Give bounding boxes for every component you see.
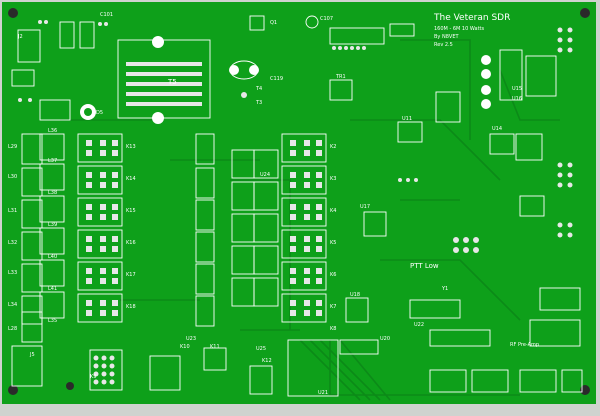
svg-text:K7: K7 xyxy=(330,304,336,310)
svg-text:K11: K11 xyxy=(210,344,220,350)
board-title: The Veteran SDR xyxy=(433,13,510,23)
svg-text:K16: K16 xyxy=(126,240,136,246)
mounting-hole xyxy=(66,382,74,390)
svg-text:U15: U15 xyxy=(512,86,522,92)
mounting-hole xyxy=(8,8,18,18)
svg-text:L28: L28 xyxy=(8,326,17,332)
svg-text:T4: T4 xyxy=(255,86,262,92)
svg-text:U23: U23 xyxy=(186,336,196,342)
svg-text:U16: U16 xyxy=(512,96,522,102)
mounting-hole xyxy=(580,385,590,395)
top-center-components xyxy=(249,15,415,101)
svg-text:L32: L32 xyxy=(8,240,17,246)
svg-text:K9: K9 xyxy=(90,374,96,380)
ptt-label: PTT Low xyxy=(410,262,439,270)
left-inductor-columns xyxy=(21,133,65,343)
transformer-t5 xyxy=(117,36,211,124)
svg-text:L35: L35 xyxy=(48,318,57,324)
svg-text:U14: U14 xyxy=(492,126,502,132)
svg-text:L39: L39 xyxy=(48,222,57,228)
svg-text:L37: L37 xyxy=(48,158,57,164)
svg-text:U11: U11 xyxy=(402,116,412,122)
svg-text:K4: K4 xyxy=(330,208,336,214)
svg-text:K3: K3 xyxy=(330,176,336,182)
svg-text:L38: L38 xyxy=(48,190,57,196)
svg-text:K2: K2 xyxy=(330,144,336,150)
svg-text:C101: C101 xyxy=(100,12,113,18)
svg-text:C107: C107 xyxy=(320,16,333,22)
designator-labels: L29 L30 L31 L32 L33 L34 L28 L36 L37 L38 … xyxy=(8,12,522,396)
mounting-hole xyxy=(580,8,590,18)
svg-text:K12: K12 xyxy=(262,358,272,364)
bottom-left-components xyxy=(11,345,273,395)
board-author: By N8VET xyxy=(434,34,459,40)
right-top-circuit xyxy=(481,27,581,347)
svg-text:T5: T5 xyxy=(167,78,177,86)
coil-t4 xyxy=(229,60,259,98)
svg-text:K14: K14 xyxy=(126,176,136,182)
svg-text:U24: U24 xyxy=(260,172,270,178)
left-relay-block xyxy=(77,133,123,323)
svg-text:L33: L33 xyxy=(8,270,17,276)
svg-text:C119: C119 xyxy=(270,76,283,82)
svg-text:K15: K15 xyxy=(126,208,136,214)
svg-text:D5: D5 xyxy=(96,110,103,116)
svg-text:L31: L31 xyxy=(8,208,17,214)
svg-text:J2: J2 xyxy=(17,34,23,40)
svg-text:L40: L40 xyxy=(48,254,57,260)
svg-text:K6: K6 xyxy=(330,272,336,278)
svg-text:L41: L41 xyxy=(48,286,57,292)
board-substrate xyxy=(2,2,596,404)
svg-text:K8: K8 xyxy=(330,326,336,332)
preamp-label: RF Pre-Amp xyxy=(510,342,539,348)
center-inductor-columns xyxy=(195,133,279,327)
svg-text:K18: K18 xyxy=(126,304,136,310)
svg-text:L36: L36 xyxy=(48,128,57,134)
svg-text:U20: U20 xyxy=(380,336,390,342)
svg-text:U21: U21 xyxy=(318,390,328,396)
board-revision: Rev 2.5 xyxy=(434,42,453,48)
svg-text:U17: U17 xyxy=(360,204,370,210)
mounting-hole xyxy=(8,385,18,395)
svg-text:K13: K13 xyxy=(126,144,136,150)
right-relay-block xyxy=(281,133,327,323)
svg-text:T3: T3 xyxy=(255,100,262,106)
svg-text:J5: J5 xyxy=(29,352,35,358)
svg-text:L30: L30 xyxy=(8,174,17,180)
svg-text:U18: U18 xyxy=(350,292,360,298)
svg-text:U22: U22 xyxy=(414,322,424,328)
svg-text:L34: L34 xyxy=(8,302,17,308)
svg-text:K17: K17 xyxy=(126,272,136,278)
svg-text:TR1: TR1 xyxy=(335,74,346,80)
middle-ics xyxy=(287,91,515,397)
svg-text:Q1: Q1 xyxy=(270,20,277,26)
svg-text:L29: L29 xyxy=(8,144,17,150)
board-subtitle: 160M - 6M 10 Watts xyxy=(434,26,484,32)
bottom-right-connectors xyxy=(429,369,583,393)
svg-text:K5: K5 xyxy=(330,240,336,246)
svg-text:K10: K10 xyxy=(180,344,190,350)
svg-text:Y1: Y1 xyxy=(441,286,448,292)
copper-traces xyxy=(60,39,560,401)
title-block: The Veteran SDR 160M - 6M 10 Watts By N8… xyxy=(433,13,510,48)
top-left-region xyxy=(11,20,108,121)
svg-text:U25: U25 xyxy=(256,346,266,352)
